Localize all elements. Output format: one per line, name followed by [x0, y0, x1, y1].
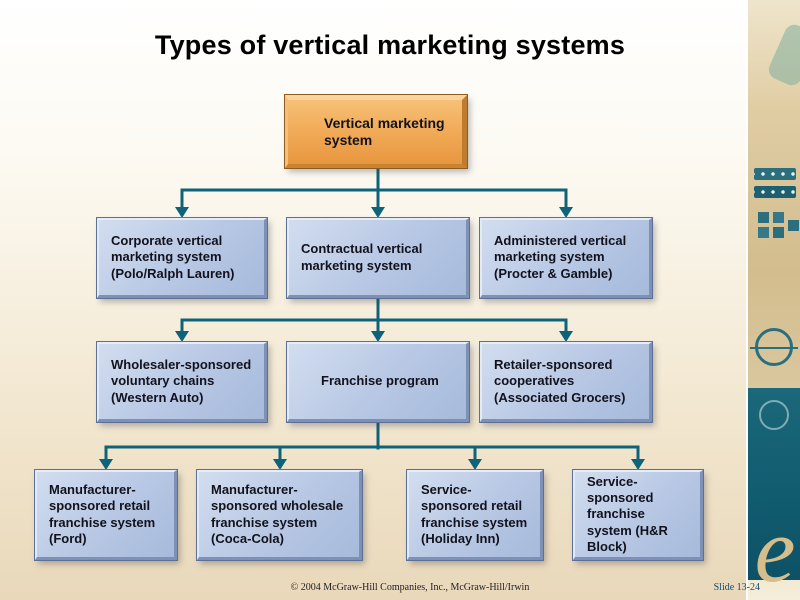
node-retailer-cooperatives: Retailer-sponsored cooperatives (Associa… [480, 342, 652, 422]
node-service-franchise: Service-sponsored franchise system (H&R … [573, 470, 703, 560]
filmstrip-ornament [754, 186, 796, 198]
cubes-ornament [758, 212, 769, 223]
node-wholesaler-voluntary-chains: Wholesaler-sponsored voluntary chains (W… [97, 342, 267, 422]
footer-copyright: © 2004 McGraw-Hill Companies, Inc., McGr… [290, 582, 530, 593]
connector-level-2 [175, 295, 573, 342]
script-letter-ornament: e [754, 499, 796, 600]
footer-slide-number: Slide 13-24 [713, 582, 760, 593]
node-franchise-program: Franchise program [287, 342, 469, 422]
slide-title: Types of vertical marketing systems [154, 30, 626, 60]
decorative-strip: e [746, 0, 800, 600]
circle-ornament [750, 328, 798, 366]
connector-level-3 [99, 419, 645, 470]
node-service-retail-franchise: Service-sponsored retail franchise syste… [407, 470, 543, 560]
connector-level-1 [175, 164, 573, 218]
node-corporate-vms: Corporate vertical marketing system (Pol… [97, 218, 267, 298]
leaf-ornament [765, 21, 800, 89]
node-manufacturer-wholesale-franchise: Manufacturer-sponsored wholesale franchi… [197, 470, 362, 560]
node-vertical-marketing-system: Vertical marketing system [285, 95, 467, 168]
node-contractual-vms: Contractual vertical marketing system [287, 218, 469, 298]
node-administered-vms: Administered vertical marketing system (… [480, 218, 652, 298]
teal-panel-ornament: e [748, 388, 800, 596]
ring-ornament [759, 400, 789, 430]
filmstrip-ornament [754, 168, 796, 180]
node-manufacturer-retail-franchise: Manufacturer-sponsored retail franchise … [35, 470, 177, 560]
